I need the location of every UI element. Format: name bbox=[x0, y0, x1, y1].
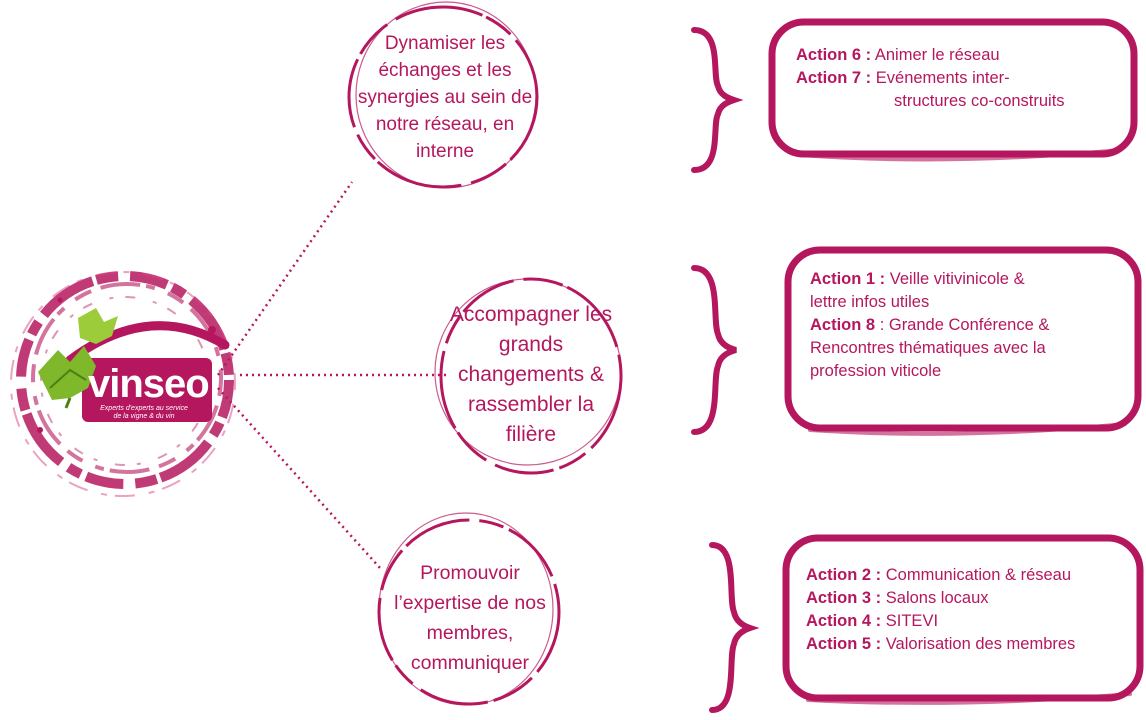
objective-1-text: Dynamiser les échanges et les synergies … bbox=[350, 30, 540, 165]
logo-wordmark: vinseo bbox=[88, 362, 210, 406]
action-item-continuation: lettre infos utiles bbox=[810, 293, 930, 311]
objective-line: changements & bbox=[458, 363, 604, 386]
objective-2-text: Accompagner les grands changements & ras… bbox=[438, 300, 624, 450]
action-label: Action 6 : bbox=[796, 46, 872, 64]
objective-line: notre réseau, en bbox=[375, 114, 515, 135]
action-text: Animer le réseau bbox=[874, 46, 1000, 64]
objective-ring-2 bbox=[434, 277, 623, 475]
action-item-continuation: structures co-construits bbox=[894, 92, 1065, 110]
logo-tagline: Experts d'experts au service de la vigne… bbox=[84, 405, 204, 421]
objective-ring-3 bbox=[377, 512, 561, 706]
objective-line: membres, bbox=[426, 622, 514, 644]
action-label: Action 3 : bbox=[806, 589, 882, 607]
objective-rings bbox=[347, 1, 623, 706]
action-boxes bbox=[768, 18, 1144, 705]
connectors bbox=[216, 181, 448, 569]
objective-3-text: Promouvoir l’expertise de nos membres, c… bbox=[378, 558, 562, 678]
action-item: Action 2 : Communication & réseau bbox=[806, 564, 1140, 587]
action-text: Valorisation des membres bbox=[885, 635, 1076, 653]
logo-tagline-line: Experts d'experts au service bbox=[100, 405, 188, 412]
action-label: Action 8 bbox=[810, 316, 876, 334]
action-item: Action 6 : Animer le réseau bbox=[796, 44, 1126, 67]
action-item: Action 1 : Veille vitivinicole & bbox=[810, 268, 1130, 291]
action-box-2 bbox=[784, 246, 1142, 436]
action-label: Action 5 : bbox=[806, 635, 882, 653]
connector-bottom bbox=[217, 387, 381, 569]
objective-line: interne bbox=[415, 141, 475, 162]
action-text: Veille vitivinicole & bbox=[889, 270, 1025, 288]
objective-line: communiquer bbox=[410, 652, 530, 674]
objective-line: grands bbox=[498, 333, 564, 356]
logo-tagline-line: de la vigne & du vin bbox=[113, 413, 175, 420]
objective-line: l’expertise de nos bbox=[394, 592, 546, 614]
action-item-continuation: profession viticole bbox=[810, 362, 942, 380]
objective-line: Accompagner les bbox=[449, 303, 613, 326]
action-box-3 bbox=[782, 534, 1144, 705]
action-item: Action 7 : Evénements inter- bbox=[796, 67, 1126, 90]
objective-ring-1 bbox=[347, 1, 539, 189]
objective-line: échanges et les bbox=[378, 60, 512, 81]
brace-1 bbox=[691, 27, 744, 173]
action-label: Action 1 : bbox=[810, 270, 886, 288]
action-text: : Grande Conférence & bbox=[879, 316, 1050, 334]
action-text: Salons locaux bbox=[885, 589, 989, 607]
objective-line: synergies au sein de bbox=[357, 87, 533, 108]
grape-leaf-icon bbox=[38, 308, 118, 409]
action-label: Action 2 : bbox=[806, 566, 882, 584]
action-item: Action 4 : SITEVI bbox=[806, 610, 1140, 633]
action-group-3: Action 2 : Communication & réseau Action… bbox=[806, 564, 1140, 656]
objective-line: rassembler la bbox=[467, 393, 595, 416]
brace-2 bbox=[691, 265, 737, 435]
action-text: Communication & réseau bbox=[885, 566, 1072, 584]
action-group-1: Action 6 : Animer le réseau Action 7 : E… bbox=[796, 44, 1126, 113]
objective-line: Promouvoir bbox=[420, 562, 520, 584]
action-text: SITEVI bbox=[885, 612, 939, 630]
action-box-1 bbox=[768, 18, 1138, 162]
action-group-2: Action 1 : Veille vitivinicole & lettre … bbox=[810, 268, 1130, 383]
action-item-continuation: Rencontres thématiques avec la bbox=[810, 339, 1046, 357]
objective-line: Dynamiser les bbox=[384, 33, 506, 54]
action-item: Action 5 : Valorisation des membres bbox=[806, 633, 1140, 656]
action-item: Action 8 : Grande Conférence & bbox=[810, 314, 1130, 337]
action-label: Action 4 : bbox=[806, 612, 882, 630]
logo-badge bbox=[65, 321, 230, 422]
braces bbox=[691, 27, 760, 713]
connector-top bbox=[216, 181, 354, 376]
objective-line: filière bbox=[505, 423, 557, 446]
action-text: Evénements inter- bbox=[875, 69, 1010, 87]
brace-3 bbox=[709, 542, 760, 713]
action-label: Action 7 : bbox=[796, 69, 872, 87]
action-item: Action 3 : Salons locaux bbox=[806, 587, 1140, 610]
